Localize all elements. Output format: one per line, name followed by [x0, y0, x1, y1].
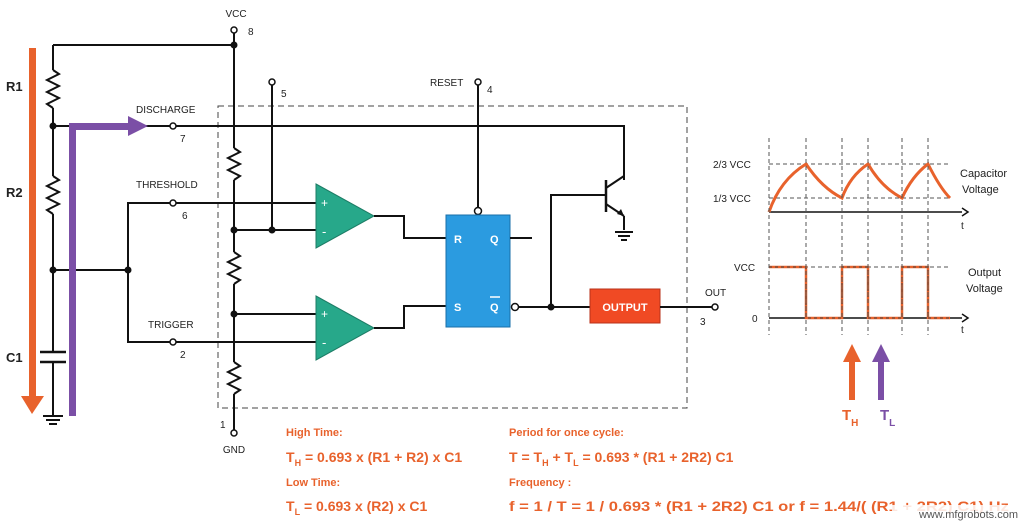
gnd-pin	[230, 429, 238, 437]
comparator-lower	[315, 295, 376, 361]
trigger-pin	[169, 338, 177, 346]
charge-path-arrow	[21, 48, 44, 414]
discharge-transistor	[604, 175, 633, 241]
cap-title-2: Voltage	[962, 184, 999, 196]
watermark-bg	[892, 505, 1020, 522]
cap-voltage-graph	[767, 161, 970, 217]
output-box-label: OUTPUT	[602, 302, 648, 314]
pin-2-label: 2	[180, 350, 186, 361]
low-time-title: Low Time:	[286, 477, 340, 489]
comp2-minus: -	[322, 335, 326, 350]
divider-r-top	[225, 147, 243, 181]
tl-label: TL	[880, 407, 895, 429]
period-title: Period for once cycle:	[509, 427, 624, 439]
transistor-base-wire	[550, 194, 606, 307]
comp1-out-wire	[374, 215, 446, 239]
threshold-label: THRESHOLD	[136, 180, 198, 191]
period-formula: T = TH + TL = 0.693 * (R1 + 2R2) C1	[509, 449, 734, 468]
th-label: TH	[842, 407, 858, 429]
cap-t-label: t	[961, 221, 964, 232]
watermark: www.mfgrobots.com	[918, 509, 1018, 521]
ctrl-pin	[268, 78, 276, 86]
out-pin	[711, 303, 719, 311]
comp1-plus: +	[321, 196, 328, 210]
ff-s-label: S	[454, 302, 461, 314]
ext-ground-icon	[43, 415, 63, 425]
high-time-formula: TH = 0.693 x (R1 + R2) x C1	[286, 449, 462, 468]
reset-label: RESET	[430, 78, 463, 89]
discharge-wire-int	[176, 125, 625, 180]
pin-3-label: 3	[700, 317, 706, 328]
th-arrow	[843, 344, 861, 400]
reset-pin	[474, 78, 482, 86]
comp1-minus: -	[322, 224, 326, 239]
high-time-title: High Time:	[286, 427, 343, 439]
pin-4-label: 4	[487, 85, 493, 96]
pin-1-label: 1	[220, 420, 226, 431]
r1-resistor	[44, 69, 62, 109]
cap-low-label: 1/3 VCC	[713, 194, 751, 205]
comparator-upper	[315, 183, 376, 249]
cap-title-1: Capacitor	[960, 168, 1007, 180]
freq-formula: f = 1 / T = 1 / 0.693 * (R1 + 2R2) C1 or…	[509, 498, 1009, 514]
vcc-label: VCC	[225, 9, 246, 20]
out-title-1: Output	[968, 267, 1001, 279]
discharge-pin	[169, 122, 177, 130]
pin-8-label: 8	[248, 27, 254, 38]
trigger-label: TRIGGER	[148, 320, 194, 331]
tl-arrow	[872, 344, 890, 400]
divider-r-mid	[225, 251, 243, 285]
low-time-formula: TL = 0.693 x (R2) x C1	[286, 498, 428, 517]
r2-resistor	[44, 175, 62, 215]
r1-label: R1	[6, 79, 23, 94]
trigger-wire-ext	[127, 270, 170, 343]
threshold-pin	[169, 199, 177, 207]
output-box	[589, 288, 661, 324]
threshold-wire-ext	[127, 202, 170, 270]
divider-r-bottom	[225, 361, 243, 395]
comp2-plus: +	[321, 307, 328, 321]
out-high-label: VCC	[734, 263, 755, 274]
r2-label: R2	[6, 185, 23, 200]
freq-title: Frequency :	[509, 477, 571, 489]
ff-q-label: Q	[490, 234, 499, 246]
gnd-label: GND	[223, 445, 245, 456]
qbar-bubble	[510, 302, 520, 312]
pin-5-label: 5	[281, 89, 287, 100]
discharge-path-arrow	[69, 116, 148, 416]
out-t-label: t	[961, 325, 964, 336]
pin-7-label: 7	[180, 134, 186, 145]
vcc-pin	[230, 26, 238, 34]
comp2-out-wire	[374, 305, 446, 329]
c1-label: C1	[6, 350, 23, 365]
flip-flop	[445, 214, 511, 328]
cap-high-label: 2/3 VCC	[713, 160, 751, 171]
reset-bubble	[473, 206, 483, 216]
ic-boundary	[217, 105, 688, 409]
ff-r-label: R	[454, 234, 462, 246]
timing-guides	[768, 138, 929, 335]
discharge-label: DISCHARGE	[136, 105, 196, 116]
out-low-label: 0	[752, 314, 758, 325]
out-label: OUT	[705, 288, 726, 299]
pin-6-label: 6	[182, 211, 188, 222]
out-title-2: Voltage	[966, 283, 1003, 295]
ff-qbar-label: Q	[490, 302, 499, 314]
